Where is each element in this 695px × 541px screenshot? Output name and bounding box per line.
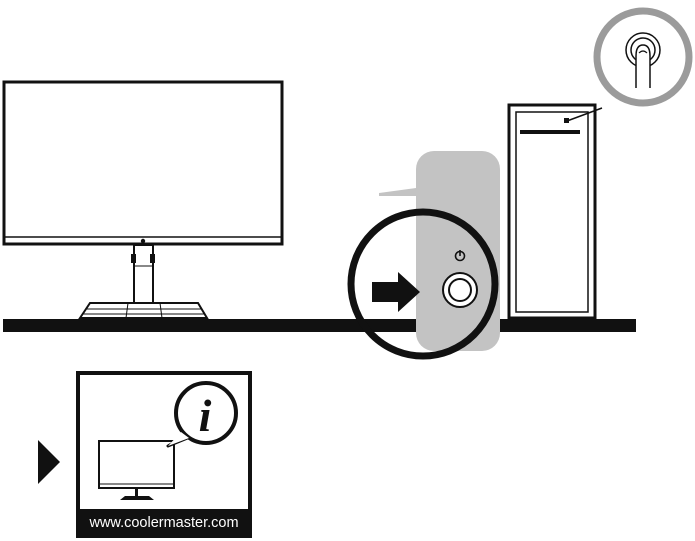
power-button-closeup	[347, 208, 499, 360]
monitor-power-led	[140, 238, 146, 244]
info-card: i	[76, 371, 252, 538]
info-bubble-icon: i	[166, 381, 238, 448]
optical-drive-bay	[520, 130, 580, 134]
desk-surface	[3, 319, 636, 332]
info-glyph: i	[199, 390, 212, 441]
triangle-bullet-icon	[38, 440, 60, 484]
monitor-stand	[78, 244, 209, 319]
power-button-icon	[442, 250, 478, 308]
card-monitor-icon	[98, 440, 175, 500]
power-button-zoom	[593, 7, 693, 107]
arrow-right-icon	[372, 272, 420, 312]
case-side-panel	[379, 151, 500, 351]
monitor	[2, 80, 284, 319]
callout-line	[566, 107, 603, 122]
finger-press-icon	[625, 32, 661, 88]
pc-tower	[507, 103, 597, 320]
info-card-url: www.coolermaster.com	[89, 515, 239, 531]
monitor-screen	[2, 80, 284, 246]
tower-power-button	[564, 118, 569, 123]
